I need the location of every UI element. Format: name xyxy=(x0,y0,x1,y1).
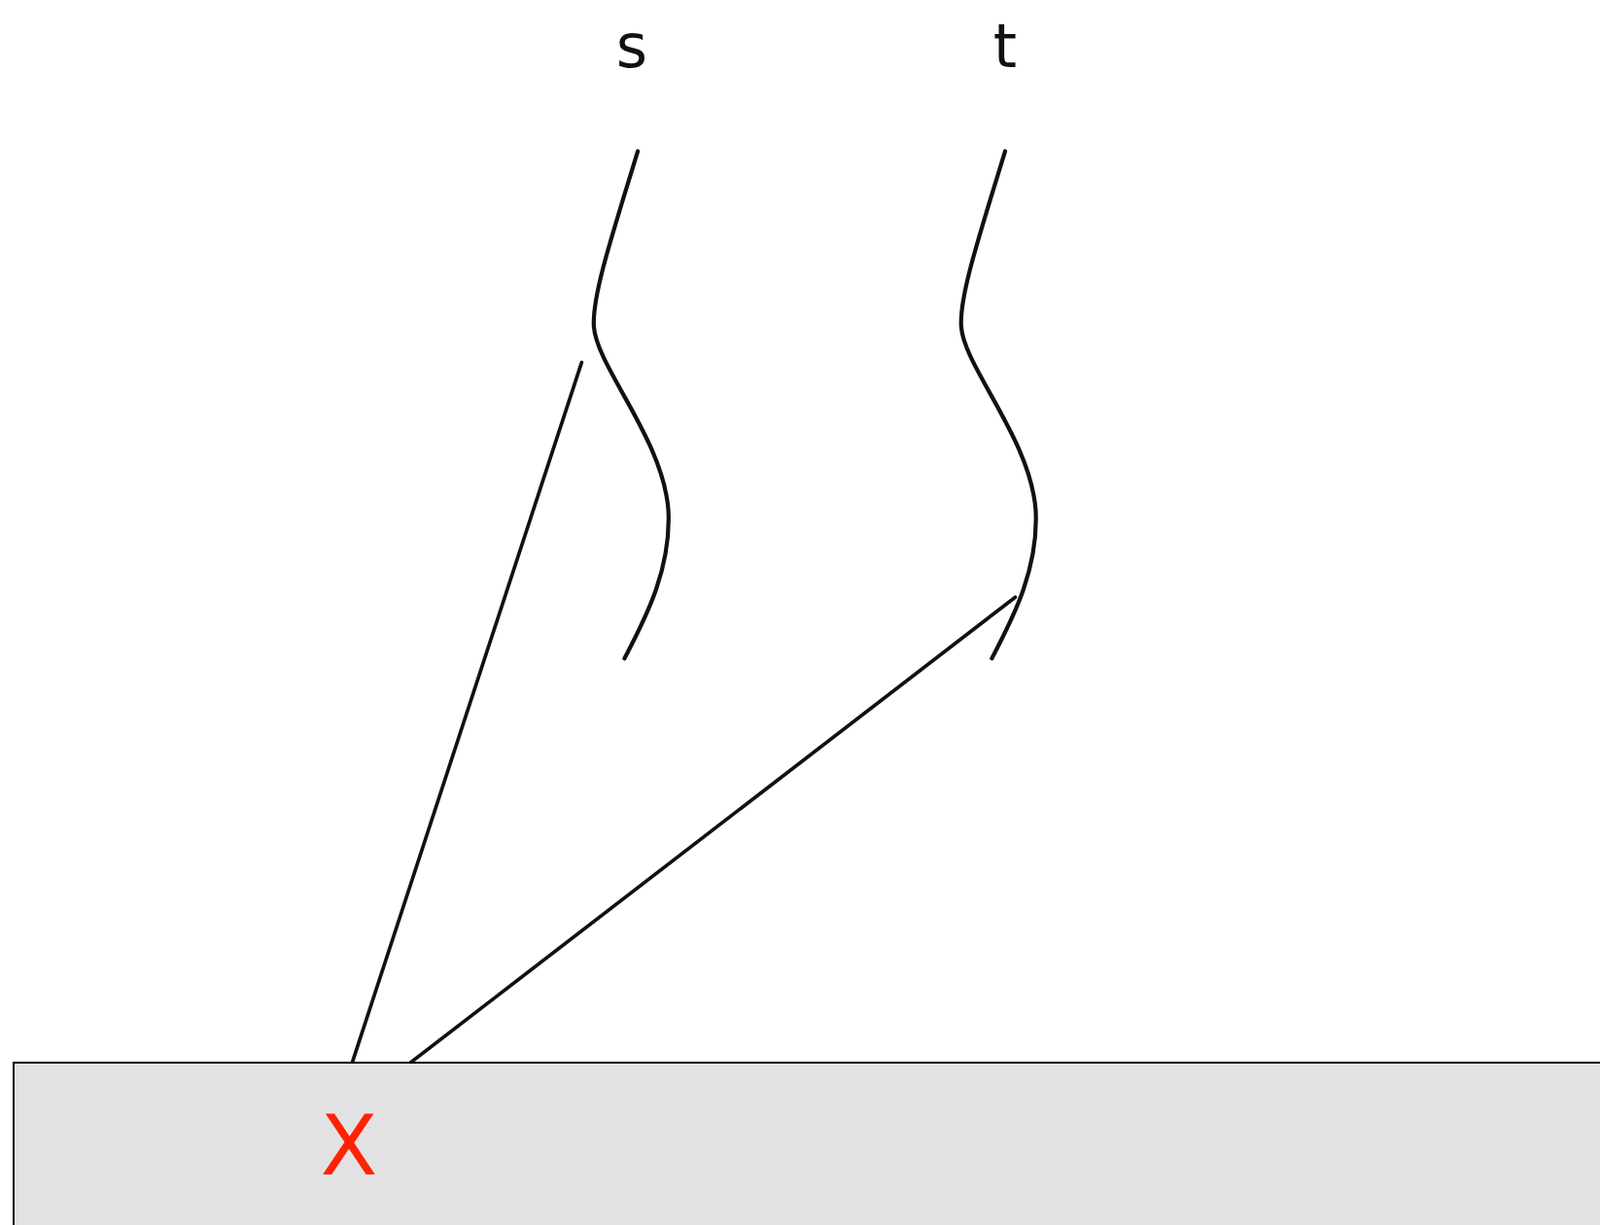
event-mark: X xyxy=(320,1103,379,1187)
worldline-t xyxy=(961,151,1037,660)
worldline-s xyxy=(593,151,669,660)
line-label: t xyxy=(993,16,1017,77)
ground-band: X xyxy=(12,1061,1600,1225)
signal-arrow-s xyxy=(344,362,583,1088)
line-label: s xyxy=(616,16,648,77)
signal-arrow-t xyxy=(369,596,1015,1094)
